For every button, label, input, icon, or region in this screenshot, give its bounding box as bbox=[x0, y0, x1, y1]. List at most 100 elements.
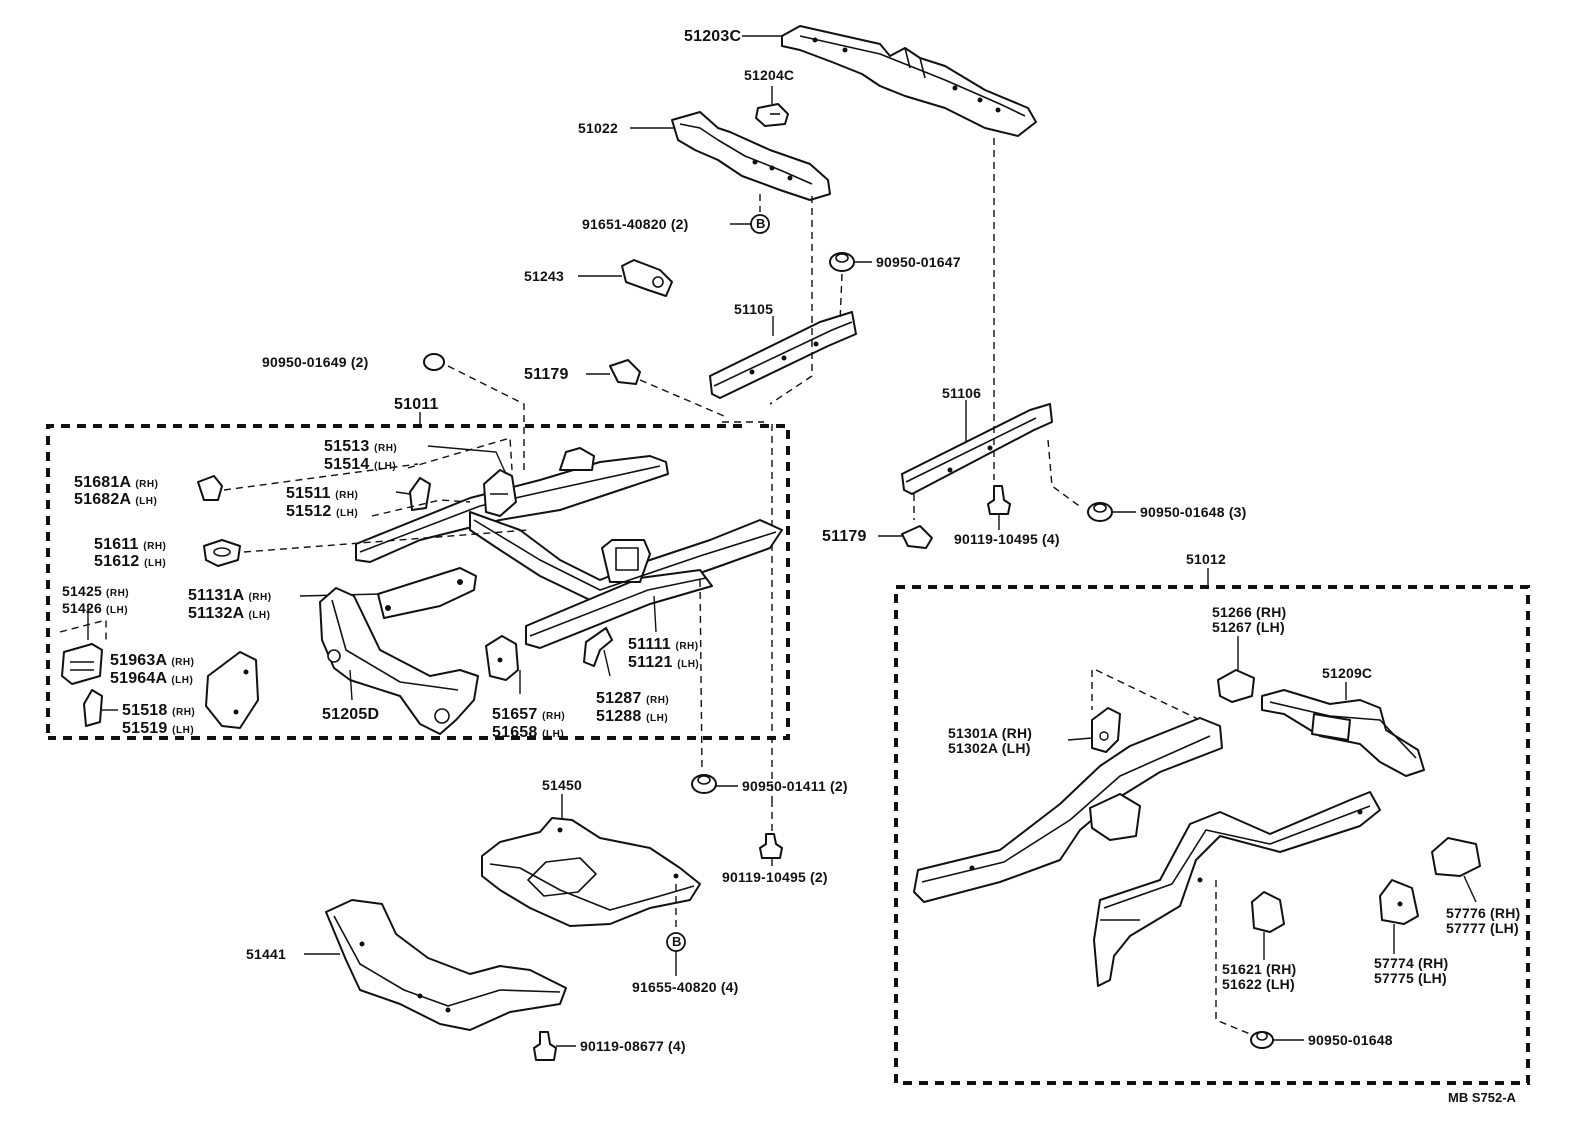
label-51511-side: (RH) bbox=[335, 490, 359, 501]
marker-b-label-91655: B bbox=[672, 934, 682, 949]
group-51011-box bbox=[46, 424, 790, 740]
label-51105: 51105 bbox=[734, 301, 774, 317]
label-51658-side: (LH) bbox=[542, 729, 565, 740]
label-51267: 51267 (LH) bbox=[1212, 619, 1285, 635]
part-90950-01649 bbox=[423, 353, 445, 371]
label-51513: 51513 (RH) bbox=[324, 438, 397, 457]
group-51012-box bbox=[894, 585, 1530, 1085]
label-51512-side: (LH) bbox=[336, 508, 359, 519]
label-51209c: 51209C bbox=[1322, 665, 1373, 681]
label-51205d: 51205D bbox=[322, 706, 380, 723]
label-51131a-number: 51131A bbox=[188, 587, 244, 604]
label-51441: 51441 bbox=[246, 946, 286, 962]
label-51658: 51658 (LH) bbox=[492, 724, 564, 743]
label-51964a-number: 51964A bbox=[110, 670, 167, 687]
label-51287: 51287 (RH) bbox=[596, 690, 669, 709]
label-91651-40820: 91651-40820 (2) bbox=[582, 216, 689, 232]
label-51513-number: 51513 bbox=[324, 438, 370, 455]
label-51288-side: (LH) bbox=[646, 713, 669, 724]
label-51426-side: (LH) bbox=[106, 605, 129, 616]
label-51612: 51612 (LH) bbox=[94, 553, 166, 572]
label-51111-side: (RH) bbox=[675, 641, 699, 652]
label-57774: 57774 (RH) bbox=[1374, 955, 1449, 971]
label-57777: 57777 (LH) bbox=[1446, 920, 1519, 936]
label-51963a: 51963A (RH) bbox=[110, 652, 194, 671]
part-90950-01648 bbox=[1250, 1031, 1274, 1049]
label-51681a-side: (RH) bbox=[135, 479, 159, 490]
label-51681a: 51681A (RH) bbox=[74, 474, 158, 493]
label-51266: 51266 (RH) bbox=[1212, 604, 1287, 620]
part-51209c bbox=[1261, 689, 1425, 777]
part-51518 bbox=[83, 689, 103, 727]
part-90950-01648-3 bbox=[1087, 502, 1113, 522]
part-51131a bbox=[377, 567, 477, 619]
part-90119-08677 bbox=[533, 1031, 557, 1061]
part-51105 bbox=[709, 311, 857, 399]
label-51131a: 51131A (RH) bbox=[188, 587, 272, 606]
label-51518-side: (RH) bbox=[172, 707, 196, 718]
label-57776: 57776 (RH) bbox=[1446, 905, 1521, 921]
label-51519-side: (LH) bbox=[172, 725, 195, 736]
label-51179-right: 51179 bbox=[822, 528, 867, 545]
label-51657: 51657 (RH) bbox=[492, 706, 565, 725]
label-51519: 51519 (LH) bbox=[122, 720, 194, 739]
label-51131a-side: (RH) bbox=[248, 592, 272, 603]
label-91655-40820: 91655-40820 (4) bbox=[632, 979, 739, 995]
part-51203c bbox=[781, 25, 1037, 137]
label-51288-number: 51288 bbox=[596, 708, 642, 725]
label-51106: 51106 bbox=[942, 385, 982, 401]
part-51266 bbox=[1217, 669, 1255, 703]
part-51179-right bbox=[901, 525, 933, 549]
label-51963a-number: 51963A bbox=[110, 652, 167, 669]
part-51621 bbox=[1251, 891, 1285, 933]
label-51179-top: 51179 bbox=[524, 366, 569, 383]
part-51179-top bbox=[609, 359, 641, 385]
label-51111-number: 51111 bbox=[628, 636, 671, 653]
part-51301a bbox=[1091, 707, 1121, 753]
label-51512: 51512 (LH) bbox=[286, 503, 358, 522]
label-51511-number: 51511 bbox=[286, 485, 331, 502]
label-51657-side: (RH) bbox=[542, 711, 566, 722]
part-51425 bbox=[61, 643, 103, 685]
label-51243: 51243 bbox=[524, 268, 564, 284]
label-51132a: 51132A (LH) bbox=[188, 605, 270, 624]
part-51611 bbox=[203, 539, 241, 567]
label-51621: 51621 (RH) bbox=[1222, 961, 1297, 977]
part-57776 bbox=[1431, 837, 1481, 877]
part-90950-01411 bbox=[691, 774, 717, 794]
label-51132a-side: (LH) bbox=[248, 610, 271, 621]
marker-b-label-91651: B bbox=[756, 216, 766, 231]
label-51111: 51111 (RH) bbox=[628, 636, 699, 655]
label-51964a: 51964A (LH) bbox=[110, 670, 193, 689]
label-51963a-side: (RH) bbox=[171, 657, 195, 668]
part-51022 bbox=[671, 111, 831, 201]
label-51512-number: 51512 bbox=[286, 503, 332, 520]
label-90119-08677: 90119-08677 (4) bbox=[580, 1038, 686, 1054]
part-90119-10495-2 bbox=[759, 833, 783, 859]
label-51203c: 51203C bbox=[684, 28, 742, 45]
label-51519-number: 51519 bbox=[122, 720, 168, 737]
label-51121-side: (LH) bbox=[677, 659, 700, 670]
part-90119-10495-4 bbox=[987, 485, 1011, 515]
part-51205d bbox=[319, 587, 479, 735]
label-51425-number: 51425 bbox=[62, 583, 102, 599]
part-57774 bbox=[1379, 879, 1419, 925]
label-90950-01648: 90950-01648 bbox=[1308, 1032, 1393, 1048]
part-51681a bbox=[197, 475, 223, 501]
label-51012: 51012 bbox=[1186, 551, 1226, 567]
label-90950-01649: 90950-01649 (2) bbox=[262, 354, 369, 370]
label-51132a-number: 51132A bbox=[188, 605, 244, 622]
label-51611-number: 51611 bbox=[94, 536, 139, 553]
label-51513-side: (RH) bbox=[374, 443, 398, 454]
label-51511: 51511 (RH) bbox=[286, 485, 358, 504]
label-51611-side: (RH) bbox=[143, 541, 167, 552]
label-51287-number: 51287 bbox=[596, 690, 642, 707]
part-51513 bbox=[483, 469, 517, 517]
label-51426-number: 51426 bbox=[62, 600, 102, 616]
label-51514: 51514 (LH) bbox=[324, 456, 396, 475]
label-51022: 51022 bbox=[578, 120, 618, 136]
label-51288: 51288 (LH) bbox=[596, 708, 668, 727]
part-51450 bbox=[481, 817, 701, 927]
label-90119-10495-4: 90119-10495 (4) bbox=[954, 531, 1060, 547]
part-51287 bbox=[583, 627, 613, 667]
